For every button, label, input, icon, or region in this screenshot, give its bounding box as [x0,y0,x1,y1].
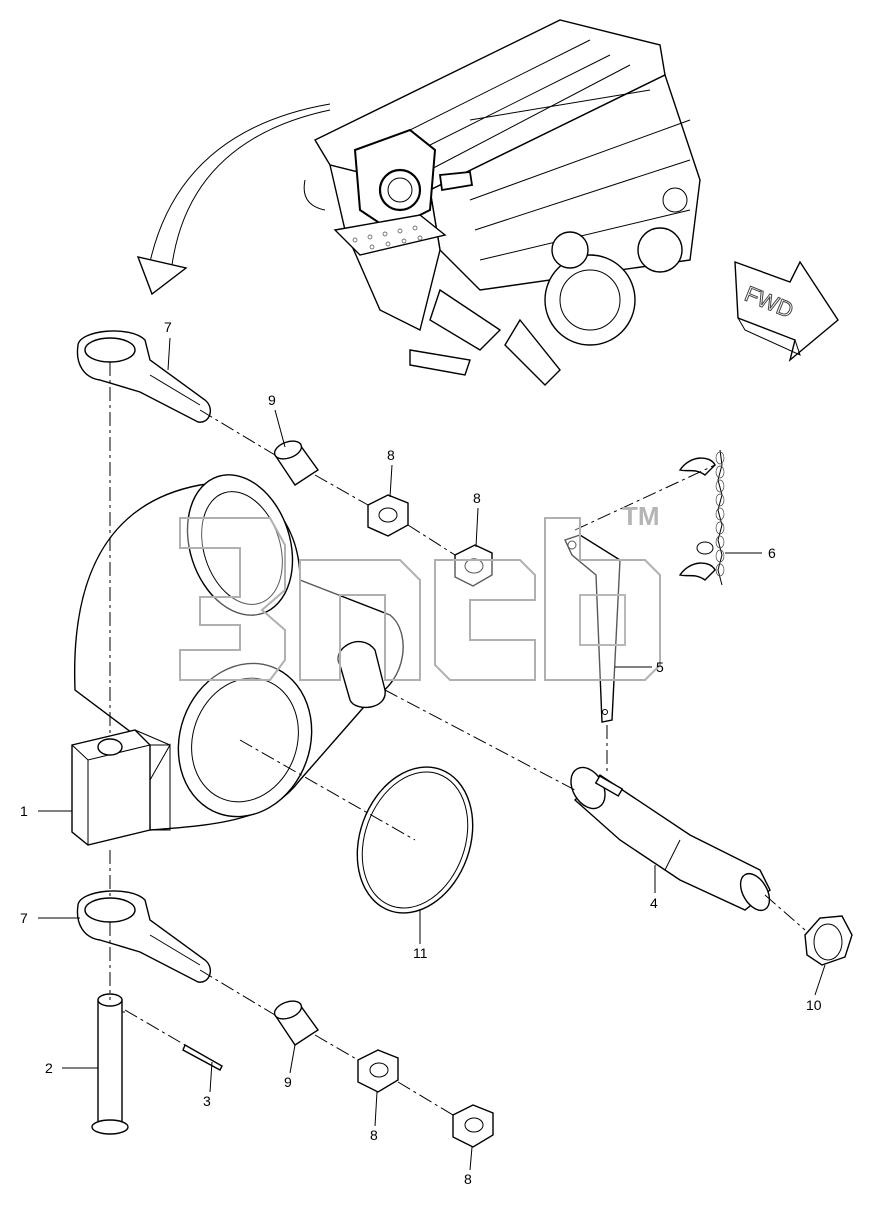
engine-overview-illustration [303,19,701,386]
fwd-direction-sign: FWD [734,260,839,362]
callout-leaders [38,337,826,1171]
callout-9-top: 9 [268,392,276,408]
callout-5: 5 [656,659,664,675]
spacer-part-9-top [273,440,319,486]
callout-8-d: 8 [464,1171,472,1187]
lock-nut-part-10 [804,915,853,966]
hex-nut-part-8-c [357,1049,399,1093]
callout-10: 10 [806,997,822,1013]
callout-3: 3 [203,1093,211,1109]
hex-nut-part-8-a [367,494,409,537]
chain-part-6 [678,449,725,586]
callout-7-top: 7 [164,319,172,335]
handle-part-5 [564,534,621,723]
rod-end-part-7-top [76,330,212,423]
o-ring-part-11 [356,766,474,914]
mounting-bracket-part-1 [71,474,404,846]
rod-end-part-7-bottom [76,890,212,983]
clevis-pin-part-2 [91,993,129,1135]
spacer-part-9-bottom [273,1000,319,1046]
callout-arrow [136,103,331,296]
watermark-tm: TM [622,501,660,531]
callout-4: 4 [650,895,658,911]
cotter-pin-part-3 [182,1043,223,1071]
assembly-centerlines [109,362,806,1116]
callout-8-b: 8 [473,490,481,506]
callout-labels: 7 9 8 8 6 5 1 4 7 11 10 2 3 9 8 8 [20,319,822,1187]
pivot-pin-part-4 [570,766,771,912]
callout-9-bottom: 9 [284,1074,292,1090]
callout-8-a: 8 [387,447,395,463]
callout-8-c: 8 [370,1127,378,1143]
brand-watermark: TM [179,501,661,681]
callout-7-bottom: 7 [20,910,28,926]
callout-6: 6 [768,545,776,561]
callout-2: 2 [45,1060,53,1076]
callout-1: 1 [20,803,28,819]
hex-nut-part-8-d [452,1104,494,1148]
callout-11: 11 [413,945,428,961]
